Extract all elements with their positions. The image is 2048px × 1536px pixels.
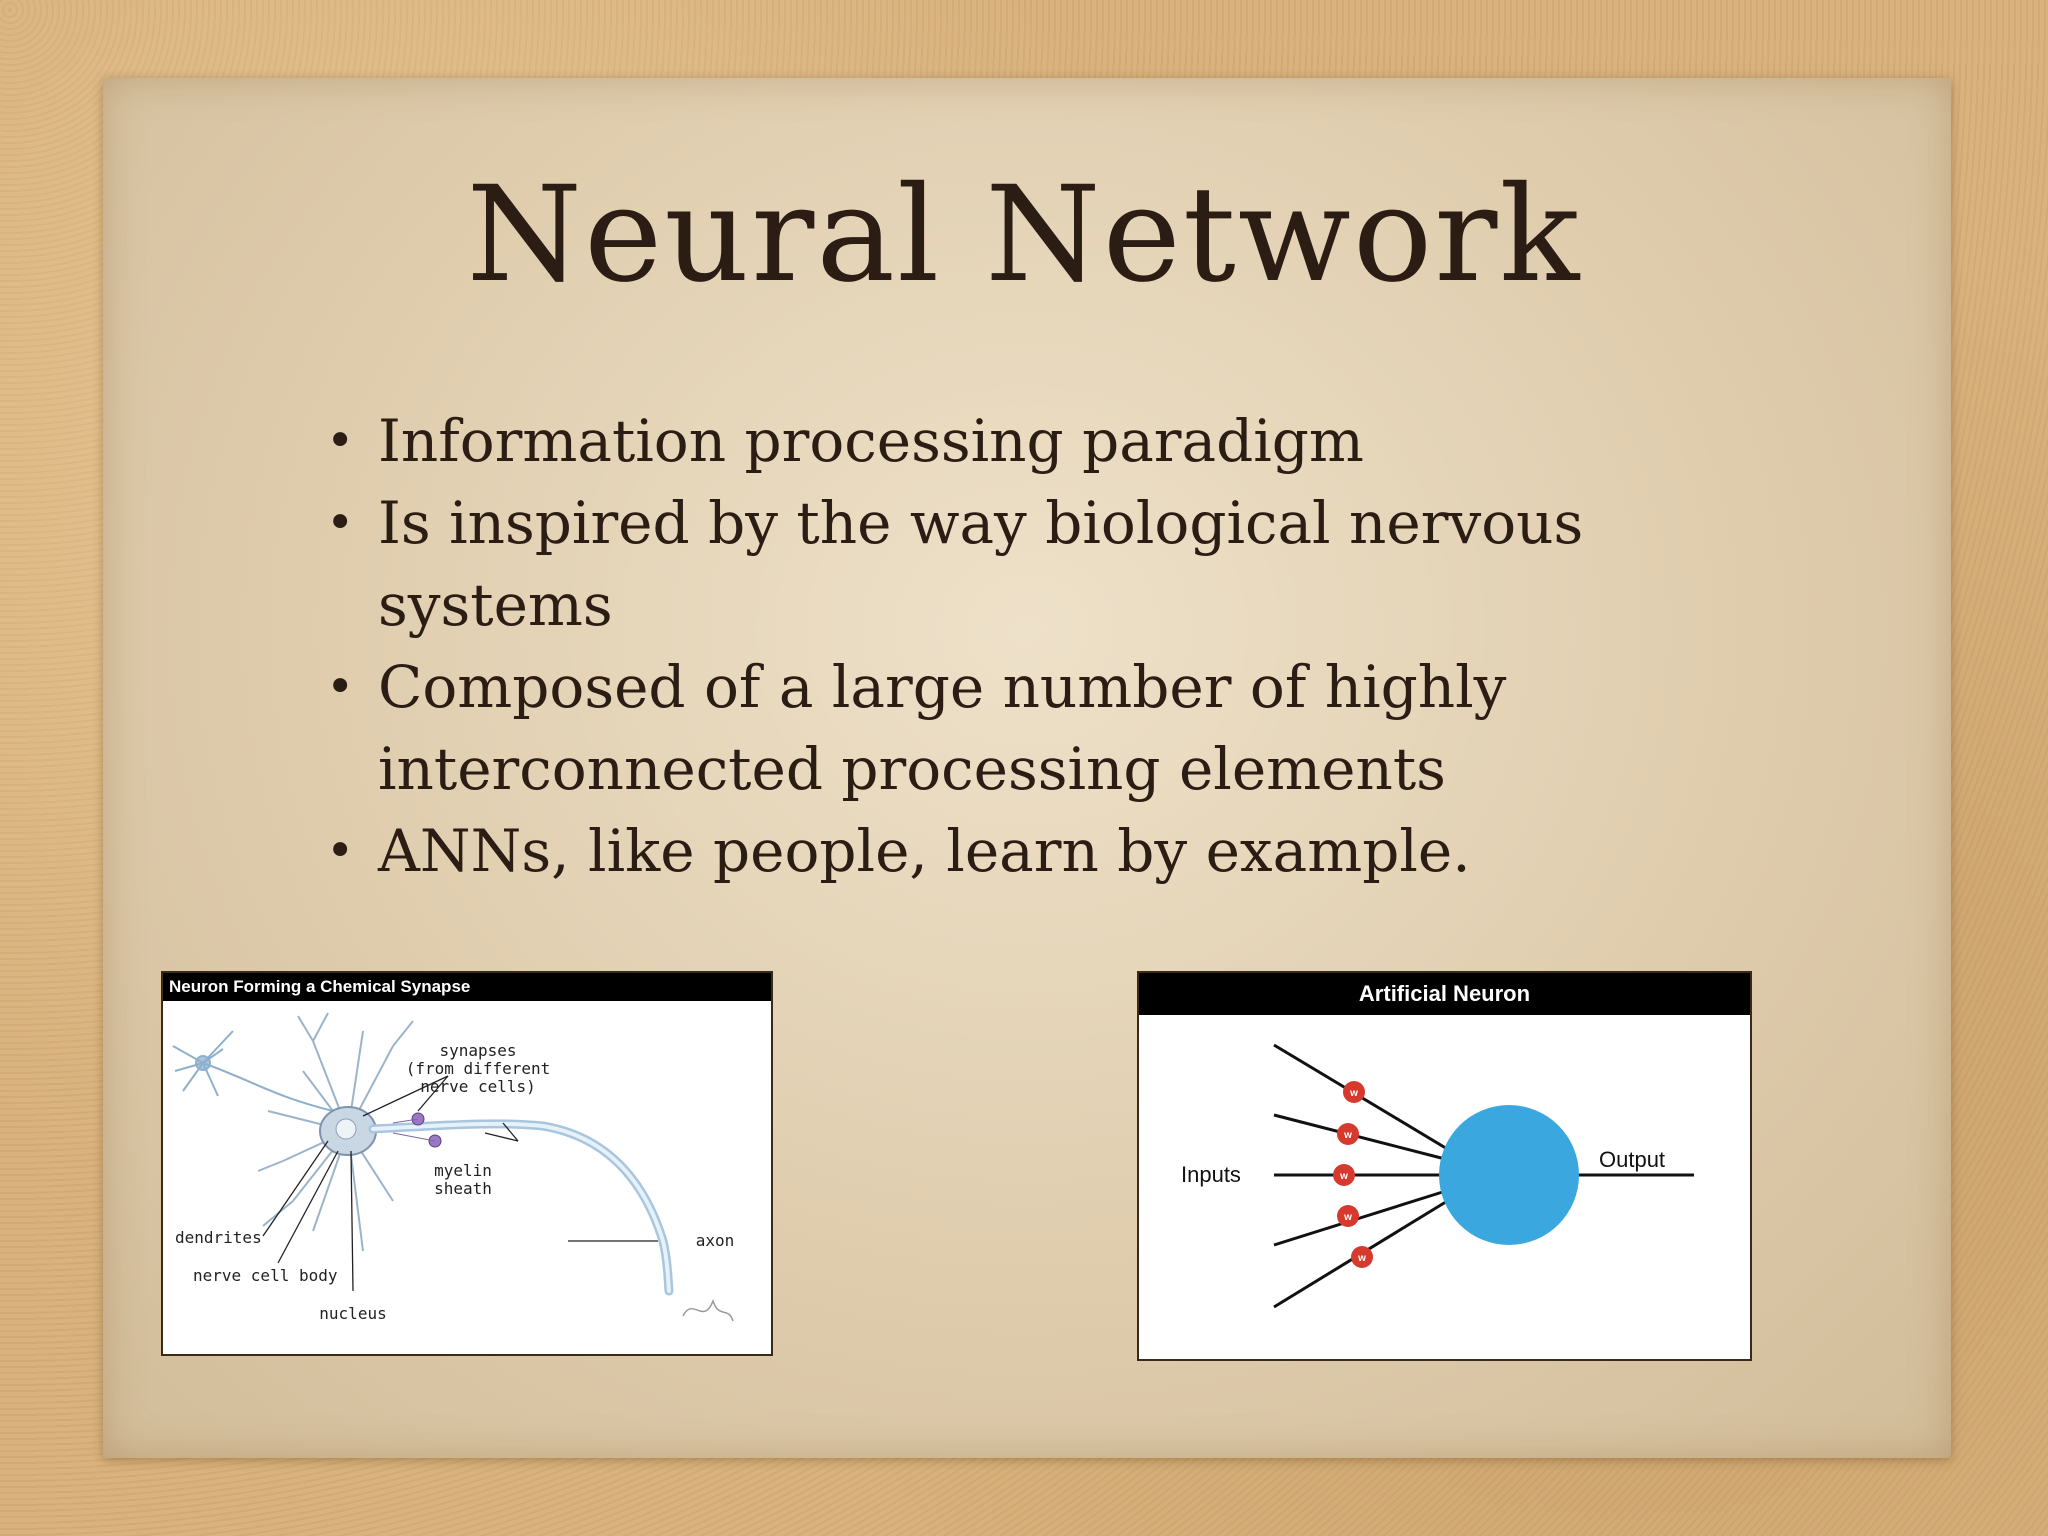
bullet-item: • Composed of a large number of highly i… <box>322 646 1772 810</box>
figure-title: Neuron Forming a Chemical Synapse <box>163 973 771 1001</box>
weight-label: w <box>1339 1171 1348 1182</box>
artificial-neuron-diagram: w w w w w Inputs Output <box>1181 1043 1694 1309</box>
weight-label: w <box>1349 1088 1358 1099</box>
bullet-item: • Information processing paradigm <box>322 400 1772 482</box>
bullet-text: Is inspired by the way biological nervou… <box>378 489 1584 639</box>
label-sheath: sheath <box>434 1179 492 1198</box>
neuron-body <box>1439 1105 1579 1245</box>
weight-label: w <box>1343 1130 1352 1141</box>
bullet-glyph: • <box>326 823 355 879</box>
artificial-neuron-figure: Artificial Neuron w w w w w Inputs Outpu… <box>1137 971 1752 1361</box>
bullet-item: • Is inspired by the way biological nerv… <box>322 482 1772 646</box>
weight-node <box>1333 1164 1355 1186</box>
label-synapses-2: (from different <box>406 1059 551 1078</box>
output-label: Output <box>1599 1147 1665 1172</box>
weight-node <box>1337 1123 1359 1145</box>
label-cell-body: nerve cell body <box>193 1266 338 1285</box>
bullet-text: ANNs, like people, learn by example. <box>378 817 1471 885</box>
label-axon: axon <box>696 1231 735 1250</box>
figure-title: Artificial Neuron <box>1139 973 1750 1015</box>
label-myelin: myelin <box>434 1161 492 1180</box>
weight-label: w <box>1343 1212 1352 1223</box>
bullet-glyph: • <box>326 495 355 551</box>
label-nucleus: nucleus <box>319 1304 386 1323</box>
weight-label: w <box>1357 1253 1366 1264</box>
bullet-text: Composed of a large number of highly int… <box>378 653 1507 803</box>
label-synapses-3: nerve cells) <box>420 1077 536 1096</box>
bullet-glyph: • <box>326 659 355 715</box>
artist-signature <box>682 1298 734 1322</box>
weight-node <box>1337 1205 1359 1227</box>
bullet-text: Information processing paradigm <box>378 407 1364 475</box>
distant-neuron <box>172 1030 334 1112</box>
slide-title: Neural Network <box>466 158 1582 312</box>
bullet-glyph: • <box>326 413 355 469</box>
label-dendrites: dendrites <box>175 1228 262 1247</box>
nucleus-dot <box>335 1118 357 1140</box>
axon-path <box>368 1119 674 1296</box>
weight-nodes: w w w w w <box>1333 1081 1373 1268</box>
label-synapses: synapses <box>439 1041 516 1060</box>
neuron-synapse-figure: Neuron Forming a Chemical Synapse <box>161 971 773 1356</box>
weight-node <box>1343 1081 1365 1103</box>
dendrites-illustration <box>257 1012 414 1252</box>
label-pointers <box>262 1075 658 1292</box>
bullet-list: • Information processing paradigm • Is i… <box>322 400 1772 892</box>
neuron-illustration: synapses (from different nerve cells) my… <box>172 1012 735 1323</box>
synapse-terminals <box>392 1112 442 1148</box>
weight-node <box>1351 1246 1373 1268</box>
inputs-label: Inputs <box>1181 1162 1241 1187</box>
bullet-item: • ANNs, like people, learn by example. <box>322 810 1772 892</box>
